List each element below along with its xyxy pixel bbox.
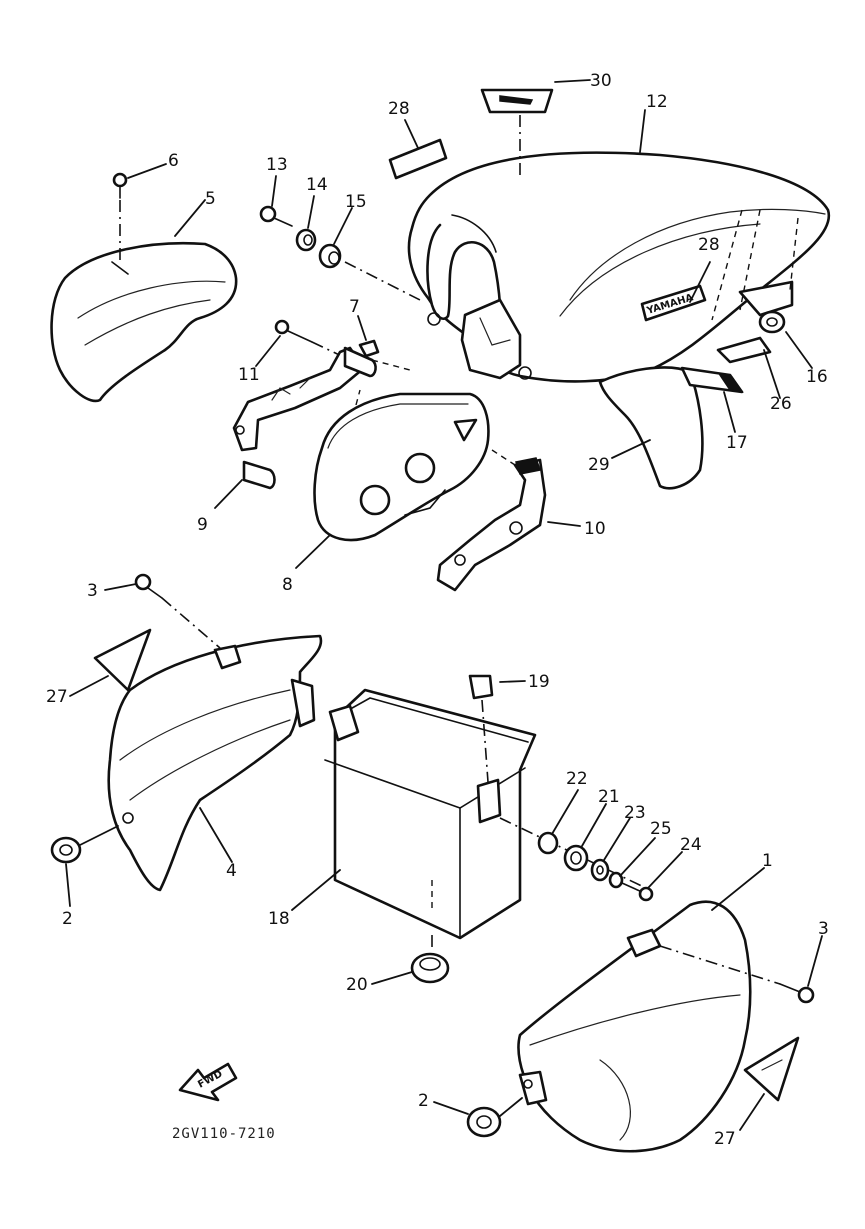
callout-3-lower: 3 [818,919,829,939]
grommet-part-22 [537,831,559,855]
callout-15: 15 [345,192,367,212]
bolt-part-3-upper [134,573,163,599]
callout-12: 12 [646,92,668,112]
callout-19: 19 [528,672,550,692]
callout-14: 14 [306,175,328,195]
decal-part-30 [480,88,554,114]
callout-8: 8 [282,575,293,595]
callout-4: 4 [226,861,237,881]
callout-25: 25 [650,819,672,839]
knee-pad-part-29 [598,366,704,490]
callout-27-right: 27 [714,1129,736,1149]
callout-16: 16 [806,367,828,387]
callout-20: 20 [346,975,368,995]
label-part-27-left [93,628,152,692]
callout-6: 6 [168,151,179,171]
callout-1: 1 [762,851,773,871]
callout-7: 7 [349,297,360,317]
damper-part-21 [563,844,589,872]
grommet-part-2-right [466,1106,502,1138]
damper-part-16 [758,310,786,334]
drawing-code: 2GV110-7210 [172,1126,276,1142]
label-part-27-right [743,1036,800,1102]
callout-22: 22 [566,769,588,789]
air-filter-case-part-8 [313,389,490,542]
leader-lines [65,79,823,1131]
bolt-part-3-lower [779,983,815,1004]
bolt-part-24 [621,882,654,902]
callout-13: 13 [266,155,288,175]
bracket-part-9 [232,346,377,490]
callout-3-upper: 3 [87,581,98,601]
callout-24: 24 [680,835,702,855]
clip-part-19 [468,674,494,700]
callout-30: 30 [590,71,612,91]
callout-23: 23 [624,803,646,823]
side-cover-part-1 [517,900,752,1153]
callout-9: 9 [197,515,208,535]
grommet-part-15 [318,243,342,269]
stripe-part-28 [388,138,448,180]
callout-28-lower: 28 [698,235,720,255]
nut-part-7 [358,339,380,358]
callout-2-left: 2 [62,909,73,929]
grommet-part-2-left [50,836,82,864]
bolt-part-11 [274,319,313,343]
callout-labels: 30 12 28 6 5 13 14 15 28 7 11 16 26 17 2… [46,71,829,1149]
callout-18: 18 [268,909,290,929]
side-cover-part-4 [107,634,323,892]
battery-box-part-18 [324,688,537,940]
seal-part-26 [716,336,772,364]
screw-part-6 [112,172,128,199]
damper-part-17 [680,366,744,394]
callout-11: 11 [238,365,260,385]
callout-21: 21 [598,787,620,807]
grommet-part-20 [410,952,450,984]
callout-29: 29 [588,455,610,475]
callout-26: 26 [770,394,792,414]
side-cover-part-5 [50,241,238,403]
bracket-part-10 [436,449,547,592]
callout-2-right: 2 [418,1091,429,1111]
callout-28-upper: 28 [388,99,410,119]
callout-27-left: 27 [46,687,68,707]
washer-part-23 [590,858,610,882]
callout-17: 17 [726,433,748,453]
callout-10: 10 [584,519,606,539]
fuel-tank-part-12: YAMAHA [407,115,831,383]
nut-part-25 [608,871,624,889]
collar-part-14 [295,228,317,252]
callout-5: 5 [205,189,216,209]
bolt-part-13 [259,205,293,227]
forward-arrow-icon: FWD [178,1062,238,1102]
